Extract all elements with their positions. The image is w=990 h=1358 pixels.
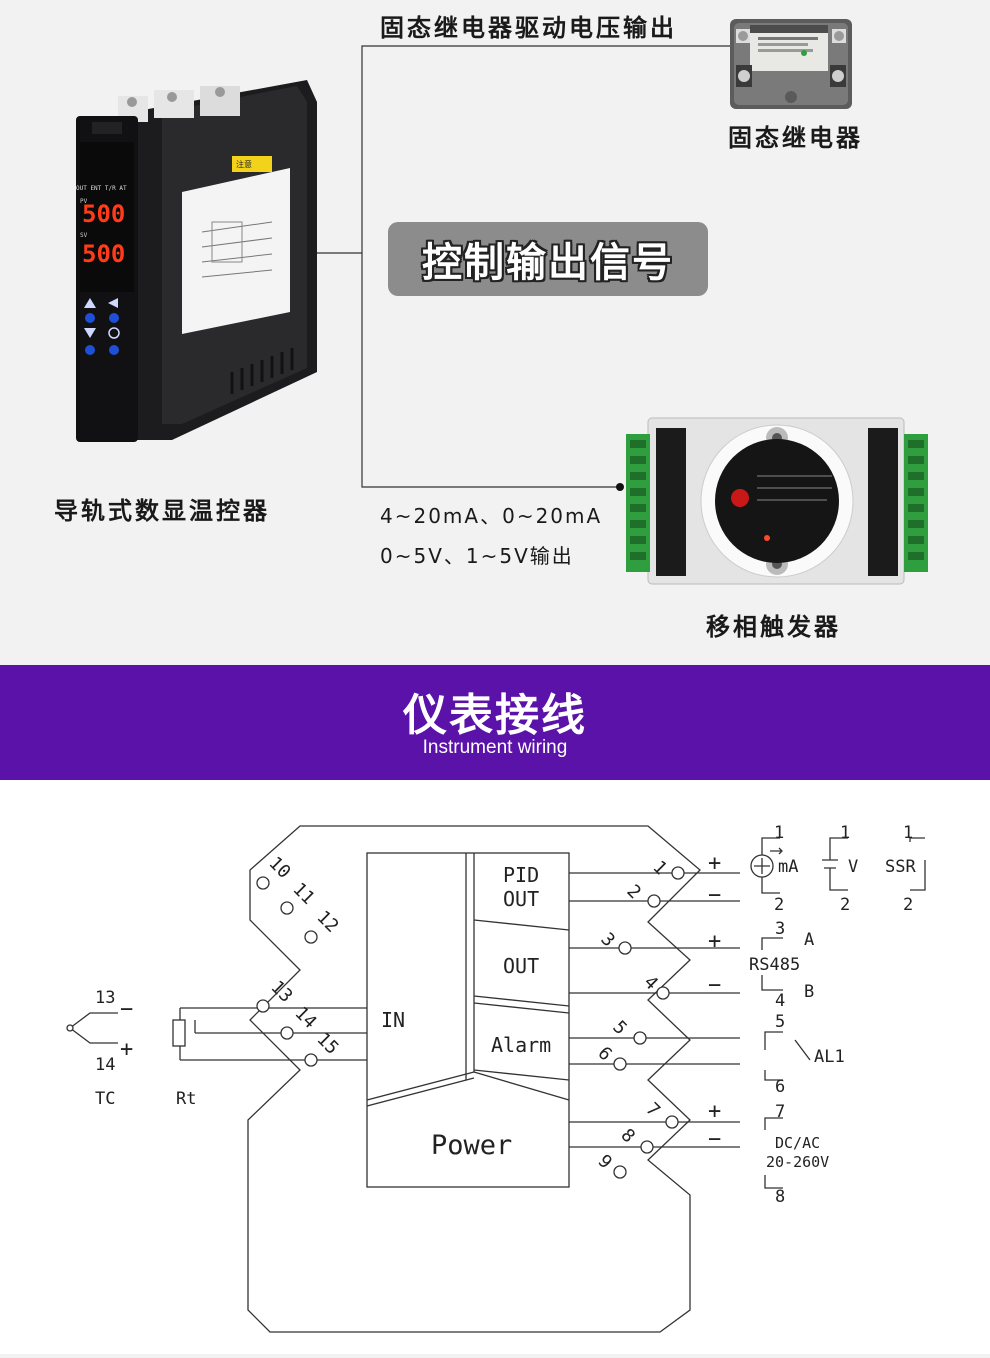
terminal-13: 13 bbox=[266, 977, 296, 1007]
power-minus: − bbox=[708, 1127, 721, 1152]
product-showcase: 固态继电器驱动电压输出 固态继电器 控制输出信号 bbox=[0, 0, 990, 665]
terminal-10: 10 bbox=[264, 853, 294, 883]
phase-trigger-name-label: 移相触发器 bbox=[706, 613, 841, 641]
terminal-12: 12 bbox=[312, 907, 342, 937]
section-banner: 仪表接线 Instrument wiring bbox=[0, 665, 990, 780]
control-output-signal-badge: 控制输出信号 bbox=[388, 222, 708, 296]
rs485-b-label: B bbox=[804, 982, 814, 1002]
power-dcac-label: DC/AC bbox=[775, 1134, 820, 1152]
block-power-label: Power bbox=[431, 1130, 512, 1161]
up-arrow-icon bbox=[84, 298, 96, 308]
al1-label: AL1 bbox=[814, 1047, 845, 1067]
sv-display-value: 500 bbox=[82, 240, 125, 268]
wiring-diagram: 1 2 3 4 5 6 7 8 9 10 11 12 13 14 15 PID … bbox=[66, 823, 926, 1333]
phase-shift-trigger-image bbox=[626, 417, 928, 585]
v-num-2: 2 bbox=[840, 895, 850, 915]
tc-plus: + bbox=[120, 1037, 133, 1062]
ma-num-2: 2 bbox=[774, 895, 784, 915]
cycle-icon bbox=[108, 327, 120, 339]
left-arrow-icon bbox=[108, 298, 118, 308]
control-output-signal-text: 控制输出信号 bbox=[422, 240, 674, 286]
caution-label: 注意 bbox=[236, 159, 252, 169]
tc-label: TC bbox=[95, 1089, 115, 1109]
terminal-11: 11 bbox=[288, 879, 318, 909]
out-plus: + bbox=[708, 851, 721, 876]
terminal-9: 9 bbox=[593, 1151, 616, 1174]
block-pid-label: PID bbox=[503, 863, 539, 887]
alarm-num-5: 5 bbox=[775, 1012, 785, 1032]
pv-display-value: 500 bbox=[82, 200, 125, 228]
terminal-8: 8 bbox=[616, 1125, 639, 1148]
pv-label: PV bbox=[80, 198, 88, 205]
terminal-7: 7 bbox=[641, 1099, 664, 1122]
rs485-minus: − bbox=[708, 973, 721, 998]
out-minus: − bbox=[708, 883, 721, 908]
banner-subtitle: Instrument wiring bbox=[422, 737, 568, 758]
v-label: V bbox=[848, 857, 858, 877]
ssr-drive-output-label: 固态继电器驱动电压输出 bbox=[380, 14, 677, 42]
rs485-num-4: 4 bbox=[775, 991, 785, 1011]
rs485-num-3: 3 bbox=[775, 919, 785, 939]
rs485-plus: + bbox=[708, 929, 721, 954]
ma-label: mA bbox=[778, 857, 798, 877]
tc-num-14: 14 bbox=[95, 1055, 115, 1075]
terminal-14: 14 bbox=[290, 1003, 320, 1033]
power-num-8: 8 bbox=[775, 1187, 785, 1207]
ma-num-1: 1 bbox=[774, 823, 784, 843]
analog-output-line2: 0~5V、1~5V输出 bbox=[380, 544, 574, 568]
block-in-label: IN bbox=[381, 1008, 405, 1032]
power-voltage-label: 20-260V bbox=[766, 1153, 829, 1171]
rt-label: Rt bbox=[176, 1089, 196, 1109]
sv-label: SV bbox=[80, 232, 88, 239]
terminal-1: 1 bbox=[648, 857, 671, 880]
power-num-7: 7 bbox=[775, 1102, 785, 1122]
tc-minus: − bbox=[120, 997, 133, 1022]
v-num-1: 1 bbox=[840, 823, 850, 843]
solid-state-relay-image bbox=[730, 19, 852, 109]
analog-output-line1: 4~20mA、0~20mA bbox=[380, 504, 603, 528]
wiring-diagram-section: 1 2 3 4 5 6 7 8 9 10 11 12 13 14 15 PID … bbox=[0, 780, 990, 1354]
terminal-6: 6 bbox=[593, 1043, 616, 1066]
ssr-name-label: 固态继电器 bbox=[728, 124, 863, 152]
terminal-5: 5 bbox=[608, 1017, 631, 1040]
down-arrow-icon bbox=[84, 328, 96, 338]
block-alarm-label: Alarm bbox=[491, 1033, 551, 1057]
din-rail-controller-image: 注意 OUT ENT T/R AT PV 500 SV 500 bbox=[76, 80, 317, 442]
ssr-num-1: 1 bbox=[903, 823, 913, 843]
block-out-label: OUT bbox=[503, 954, 539, 978]
indicator-labels: OUT ENT T/R AT bbox=[76, 185, 127, 192]
tc-num-13: 13 bbox=[95, 988, 115, 1008]
block-pid-out-label: OUT bbox=[503, 887, 539, 911]
power-plus: + bbox=[708, 1099, 721, 1124]
terminal-2: 2 bbox=[622, 881, 645, 904]
ssr-num-2: 2 bbox=[903, 895, 913, 915]
rs485-a-label: A bbox=[804, 930, 814, 950]
rs485-label: RS485 bbox=[749, 955, 800, 975]
din-controller-name-label: 导轨式数显温控器 bbox=[54, 497, 270, 525]
banner-title: 仪表接线 bbox=[403, 690, 587, 741]
ssr-label: SSR bbox=[885, 857, 916, 877]
alarm-num-6: 6 bbox=[775, 1077, 785, 1097]
